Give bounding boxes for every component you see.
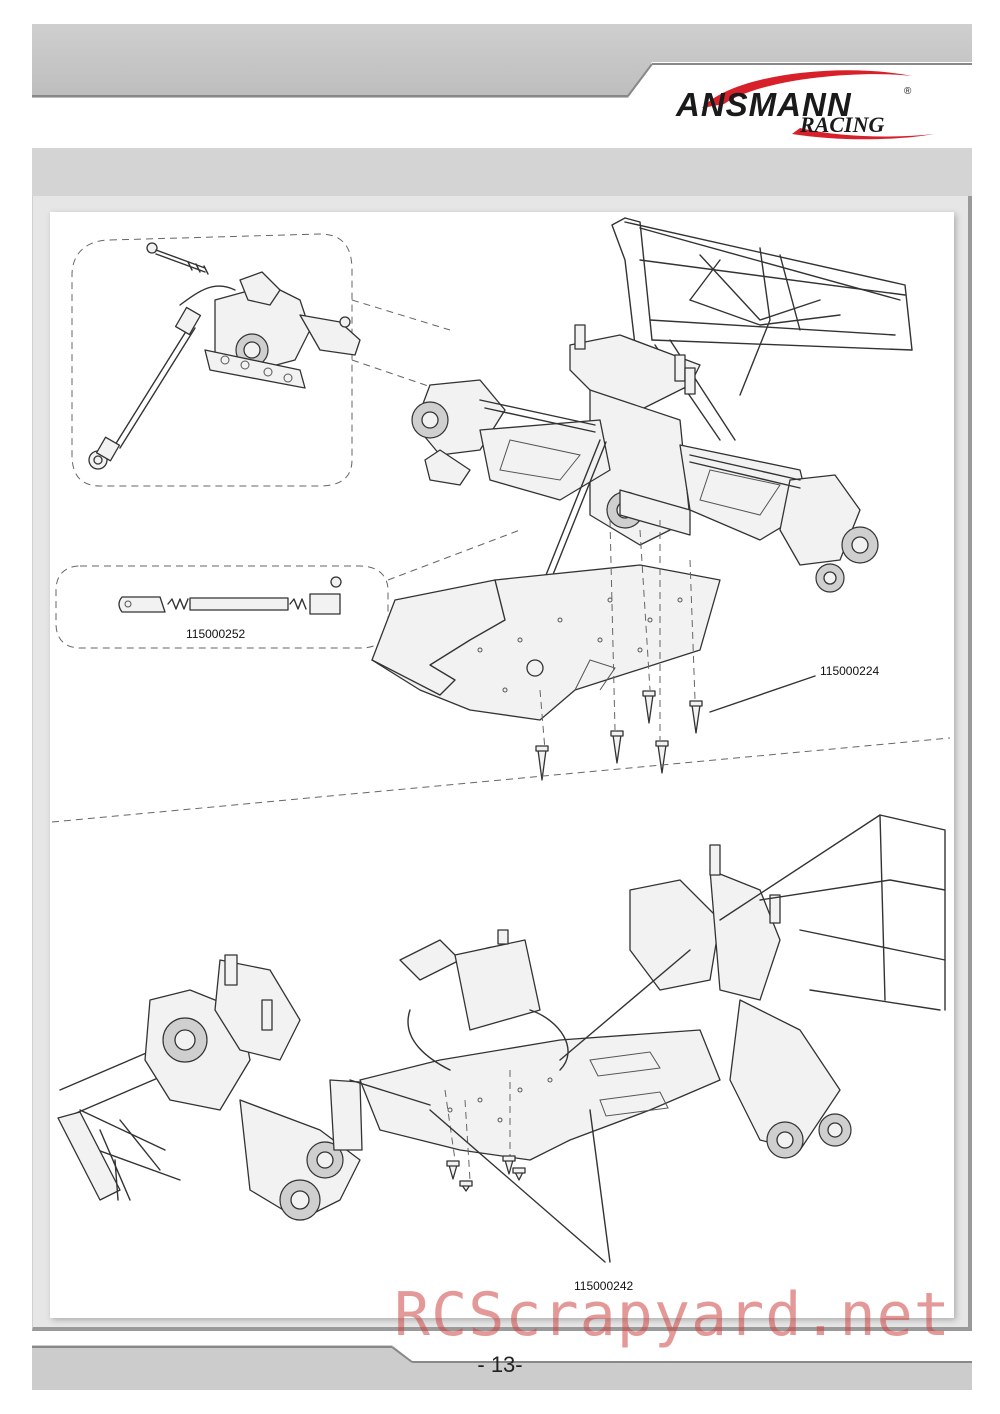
section-divider — [51, 737, 951, 823]
brand-subtitle: RACING — [800, 112, 885, 137]
center-differential — [399, 929, 569, 1071]
guide-dashes-upper — [539, 519, 696, 751]
chassis-plate-lower — [359, 1029, 721, 1161]
watermark-text: RCScrapyard.net — [394, 1280, 951, 1350]
detail-callout-turnbuckle — [55, 529, 521, 649]
right-suspension-arm — [679, 444, 879, 593]
brand-name: ANSMANN — [676, 86, 852, 123]
brand-registered-mark: ® — [904, 86, 912, 97]
part-label-linkage: 115000242 — [574, 1279, 634, 1293]
screws-lower — [446, 1155, 526, 1192]
section-band — [32, 148, 972, 196]
page-number: - 13- — [477, 1352, 523, 1377]
callout-leaders-lower — [429, 1109, 611, 1263]
footer-band — [32, 1345, 972, 1390]
detail-callout-linkage — [71, 233, 451, 487]
screws-upper — [535, 675, 816, 781]
steering-bellcrank-assembly — [179, 271, 361, 389]
brand-logo-swoosh — [702, 70, 934, 140]
part-label-turnbuckle: 115000252 — [186, 627, 246, 641]
left-suspension-arm — [411, 379, 611, 501]
rear-suspension-lower — [559, 814, 946, 1159]
rear-roll-cage — [611, 217, 913, 441]
front-suspension-assembly — [144, 954, 431, 1221]
guide-dashes-lower — [444, 1070, 511, 1181]
turnbuckle-part — [118, 576, 342, 615]
part-label-screws: 115000224 — [820, 664, 880, 678]
chassis-plate-upper — [371, 564, 721, 721]
rear-bulkhead-upper — [569, 324, 701, 546]
header-band — [32, 24, 972, 98]
steering-link-rod — [88, 242, 209, 470]
